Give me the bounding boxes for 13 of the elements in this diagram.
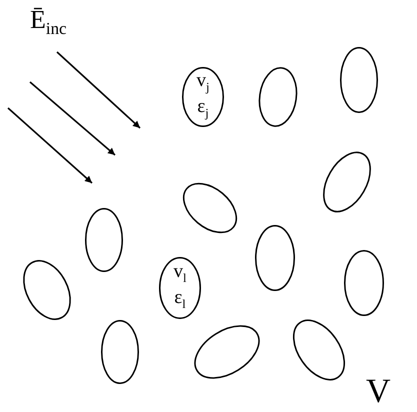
permittivity-symbol: ε$_{l}$	[174, 288, 186, 313]
particle-ellipse-shape	[255, 225, 295, 291]
field-label: Ē$_{inc}$	[30, 5, 67, 40]
particle-ellipse-shape	[101, 320, 139, 384]
particle-ellipse-shape	[340, 47, 378, 113]
volume-symbol: v$_{j}$	[196, 71, 210, 96]
particle-ellipse	[159, 257, 201, 319]
particle-ellipse	[182, 67, 224, 127]
permittivity-symbol: ε$_{j}$	[197, 97, 209, 122]
volume-symbol: v$_{l}$	[174, 262, 186, 287]
volume-label: V	[366, 373, 391, 411]
particle-ellipse-shape	[85, 208, 123, 272]
particle-ellipse-shape	[344, 250, 384, 316]
